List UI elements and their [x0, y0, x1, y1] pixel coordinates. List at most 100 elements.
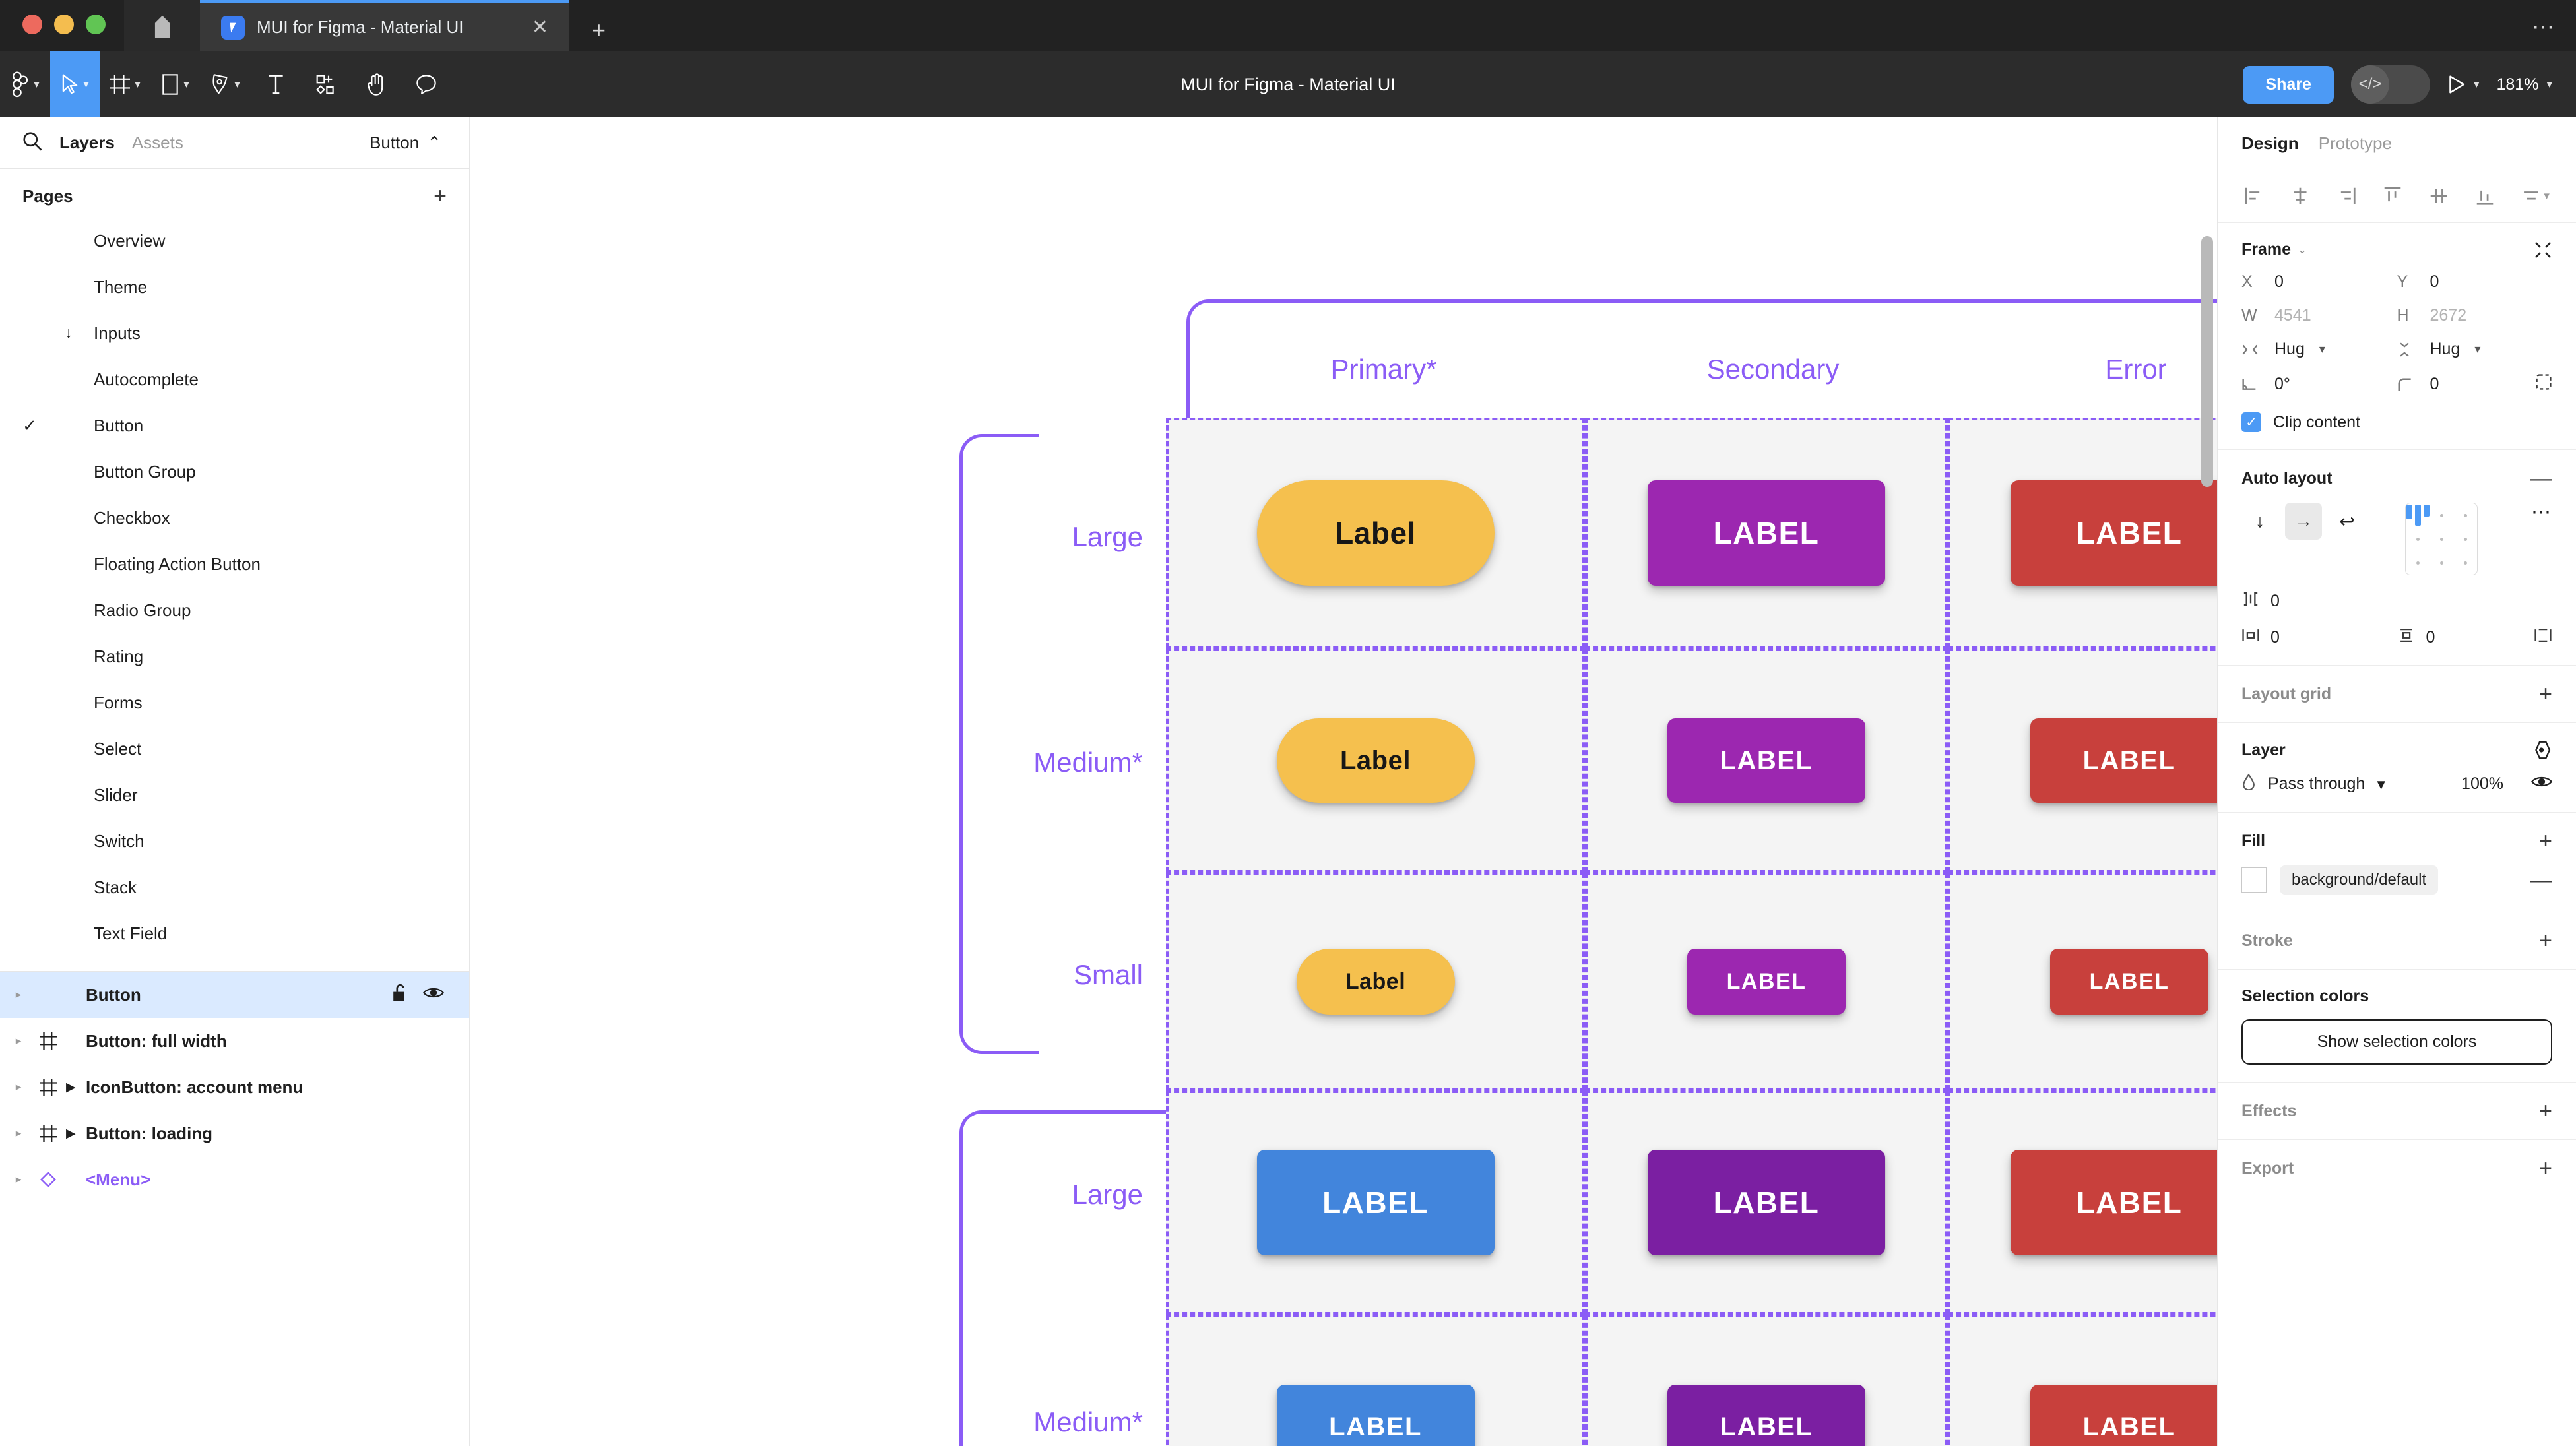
add-fill-button[interactable]: + [2539, 829, 2552, 854]
browser-menu-icon[interactable]: ⋯ [2532, 15, 2556, 40]
independent-corners-icon[interactable] [2535, 373, 2552, 395]
page-item-checkbox[interactable]: Checkbox [0, 495, 469, 541]
canvas-vertical-scrollbar[interactable] [2201, 236, 2213, 487]
align-horizontal-center-icon[interactable] [2290, 186, 2310, 206]
align-left-icon[interactable] [2244, 186, 2264, 206]
page-expand-arrow-icon[interactable]: ↓ [65, 324, 73, 342]
pen-tool-icon[interactable]: ▾ [201, 51, 251, 117]
layer-expand-caret-icon[interactable]: ▸ [15, 1127, 22, 1139]
search-icon[interactable] [22, 131, 42, 154]
page-item-slider[interactable]: Slider [0, 772, 469, 818]
collapse-icon[interactable] [2534, 241, 2552, 259]
width-field[interactable]: W 4541 [2241, 306, 2397, 325]
button-large-2[interactable]: LABEL [2011, 1150, 2217, 1255]
direction-wrap-button[interactable]: ↩ [2339, 511, 2355, 532]
resources-tool-icon[interactable] [301, 51, 351, 117]
button-medium-2[interactable]: LABEL [2030, 718, 2217, 803]
button-large-2[interactable]: LABEL [2011, 480, 2217, 586]
frame-tool-icon[interactable]: ▾ [100, 51, 150, 117]
shape-tool-icon[interactable]: ▾ [150, 51, 201, 117]
eye-icon[interactable] [422, 985, 445, 1005]
vertical-resizing-field[interactable]: Hug ▾ [2397, 340, 2553, 359]
page-item-forms[interactable]: Forms [0, 679, 469, 726]
layer-blend-row[interactable]: Pass through ▾ 100% [2241, 773, 2553, 795]
button-medium-0[interactable]: LABEL [1276, 1385, 1475, 1446]
page-item-switch[interactable]: Switch [0, 818, 469, 864]
page-item-text-field[interactable]: Text Field [0, 910, 469, 957]
new-tab-button[interactable]: + [592, 16, 606, 44]
page-item-inputs[interactable]: ↓Inputs [0, 310, 469, 356]
button-large-1[interactable]: LABEL [1648, 480, 1885, 586]
clip-content-row[interactable]: ✓ Clip content [2241, 412, 2552, 432]
close-window-button[interactable] [22, 15, 42, 34]
page-item-button-group[interactable]: Button Group [0, 449, 469, 495]
home-tab-button[interactable] [124, 0, 200, 51]
layer-expand-caret-icon[interactable]: ▸ [15, 1034, 22, 1047]
button-small-2[interactable]: LABEL [2050, 949, 2208, 1015]
auto-layout-alignment-pad[interactable] [2405, 503, 2478, 575]
button-small-1[interactable]: LABEL [1687, 949, 1846, 1015]
layer-visibility-eye-icon[interactable] [2530, 774, 2553, 794]
page-item-stack[interactable]: Stack [0, 864, 469, 910]
component-page-dropdown[interactable]: Button ⌃ [370, 133, 451, 153]
button-large-1[interactable]: LABEL [1648, 1150, 1885, 1255]
hand-tool-icon[interactable] [351, 51, 401, 117]
x-field[interactable]: X 0 [2241, 272, 2397, 292]
dev-mode-toggle[interactable]: </> [2350, 65, 2430, 104]
rotation-field[interactable]: 0° [2241, 373, 2397, 395]
close-tab-button[interactable]: ✕ [531, 16, 548, 38]
button-large-0[interactable]: LABEL [1256, 1150, 1495, 1255]
button-large-0[interactable]: Label [1256, 480, 1495, 586]
layer-collapsed-triangle-icon[interactable]: ▶ [66, 1080, 76, 1094]
auto-layout-more-options-icon[interactable]: ⋯ [2531, 501, 2552, 523]
text-tool-icon[interactable] [251, 51, 301, 117]
corner-radius-field[interactable]: 0 [2397, 373, 2553, 395]
fill-color-swatch[interactable] [2241, 867, 2267, 893]
add-export-button[interactable]: + [2539, 1156, 2552, 1181]
button-medium-0[interactable]: Label [1276, 718, 1475, 803]
style-picker-icon[interactable] [2507, 831, 2525, 852]
align-top-icon[interactable] [2383, 186, 2402, 206]
present-button[interactable]: ▾ [2447, 75, 2480, 94]
layer-collapsed-triangle-icon[interactable]: ▶ [66, 1126, 76, 1141]
align-vertical-center-icon[interactable] [2429, 186, 2449, 206]
add-page-button[interactable]: + [434, 183, 447, 208]
add-stroke-button[interactable]: + [2539, 928, 2552, 953]
page-item-radio-group[interactable]: Radio Group [0, 587, 469, 633]
page-item-select[interactable]: Select [0, 726, 469, 772]
layer-expand-caret-icon[interactable]: ▸ [15, 1081, 22, 1093]
layer-item-menu[interactable]: ▸<Menu> [0, 1156, 469, 1203]
layer-expand-caret-icon[interactable]: ▸ [15, 988, 22, 1001]
tab-assets[interactable]: Assets [131, 133, 183, 152]
design-canvas[interactable]: Contained Primary*SecondaryErrorWarningL… [470, 117, 2217, 1446]
align-right-icon[interactable] [2336, 186, 2356, 206]
lock-open-icon[interactable] [391, 984, 408, 1007]
blend-mode-icon[interactable] [2532, 740, 2552, 760]
add-effect-button[interactable]: + [2539, 1098, 2552, 1123]
present-chevron-down-icon[interactable]: ▾ [2473, 78, 2480, 90]
layer-item-button-full-width[interactable]: ▸Button: full width [0, 1018, 469, 1064]
show-selection-colors-button[interactable]: Show selection colors [2241, 1019, 2552, 1065]
vertical-padding-field[interactable]: 0 [2397, 627, 2553, 648]
button-medium-1[interactable]: LABEL [1667, 1385, 1865, 1446]
button-medium-1[interactable]: LABEL [1667, 718, 1865, 803]
fill-token-chip[interactable]: background/default [2280, 865, 2439, 895]
page-item-overview[interactable]: Overview [0, 218, 469, 264]
distribute-icon[interactable]: ▾ [2521, 186, 2550, 206]
minimize-window-button[interactable] [54, 15, 74, 34]
comment-tool-icon[interactable] [401, 51, 451, 117]
clip-content-checkbox[interactable]: ✓ [2241, 412, 2261, 432]
button-medium-2[interactable]: LABEL [2030, 1385, 2217, 1446]
page-item-floating-action-button[interactable]: Floating Action Button [0, 541, 469, 587]
tab-design[interactable]: Design [2241, 133, 2299, 153]
advanced-padding-icon[interactable] [2534, 627, 2552, 648]
tab-prototype[interactable]: Prototype [2318, 133, 2392, 153]
maximize-window-button[interactable] [86, 15, 106, 34]
page-item-theme[interactable]: Theme [0, 264, 469, 310]
page-item-autocomplete[interactable]: Autocomplete [0, 356, 469, 402]
direction-horizontal-button[interactable]: → [2285, 503, 2322, 540]
horizontal-resizing-field[interactable]: Hug ▾ [2241, 340, 2397, 359]
horizontal-padding-field[interactable]: 0 [2241, 628, 2397, 647]
align-bottom-icon[interactable] [2475, 186, 2495, 206]
page-item-button[interactable]: ✓Button [0, 402, 469, 449]
